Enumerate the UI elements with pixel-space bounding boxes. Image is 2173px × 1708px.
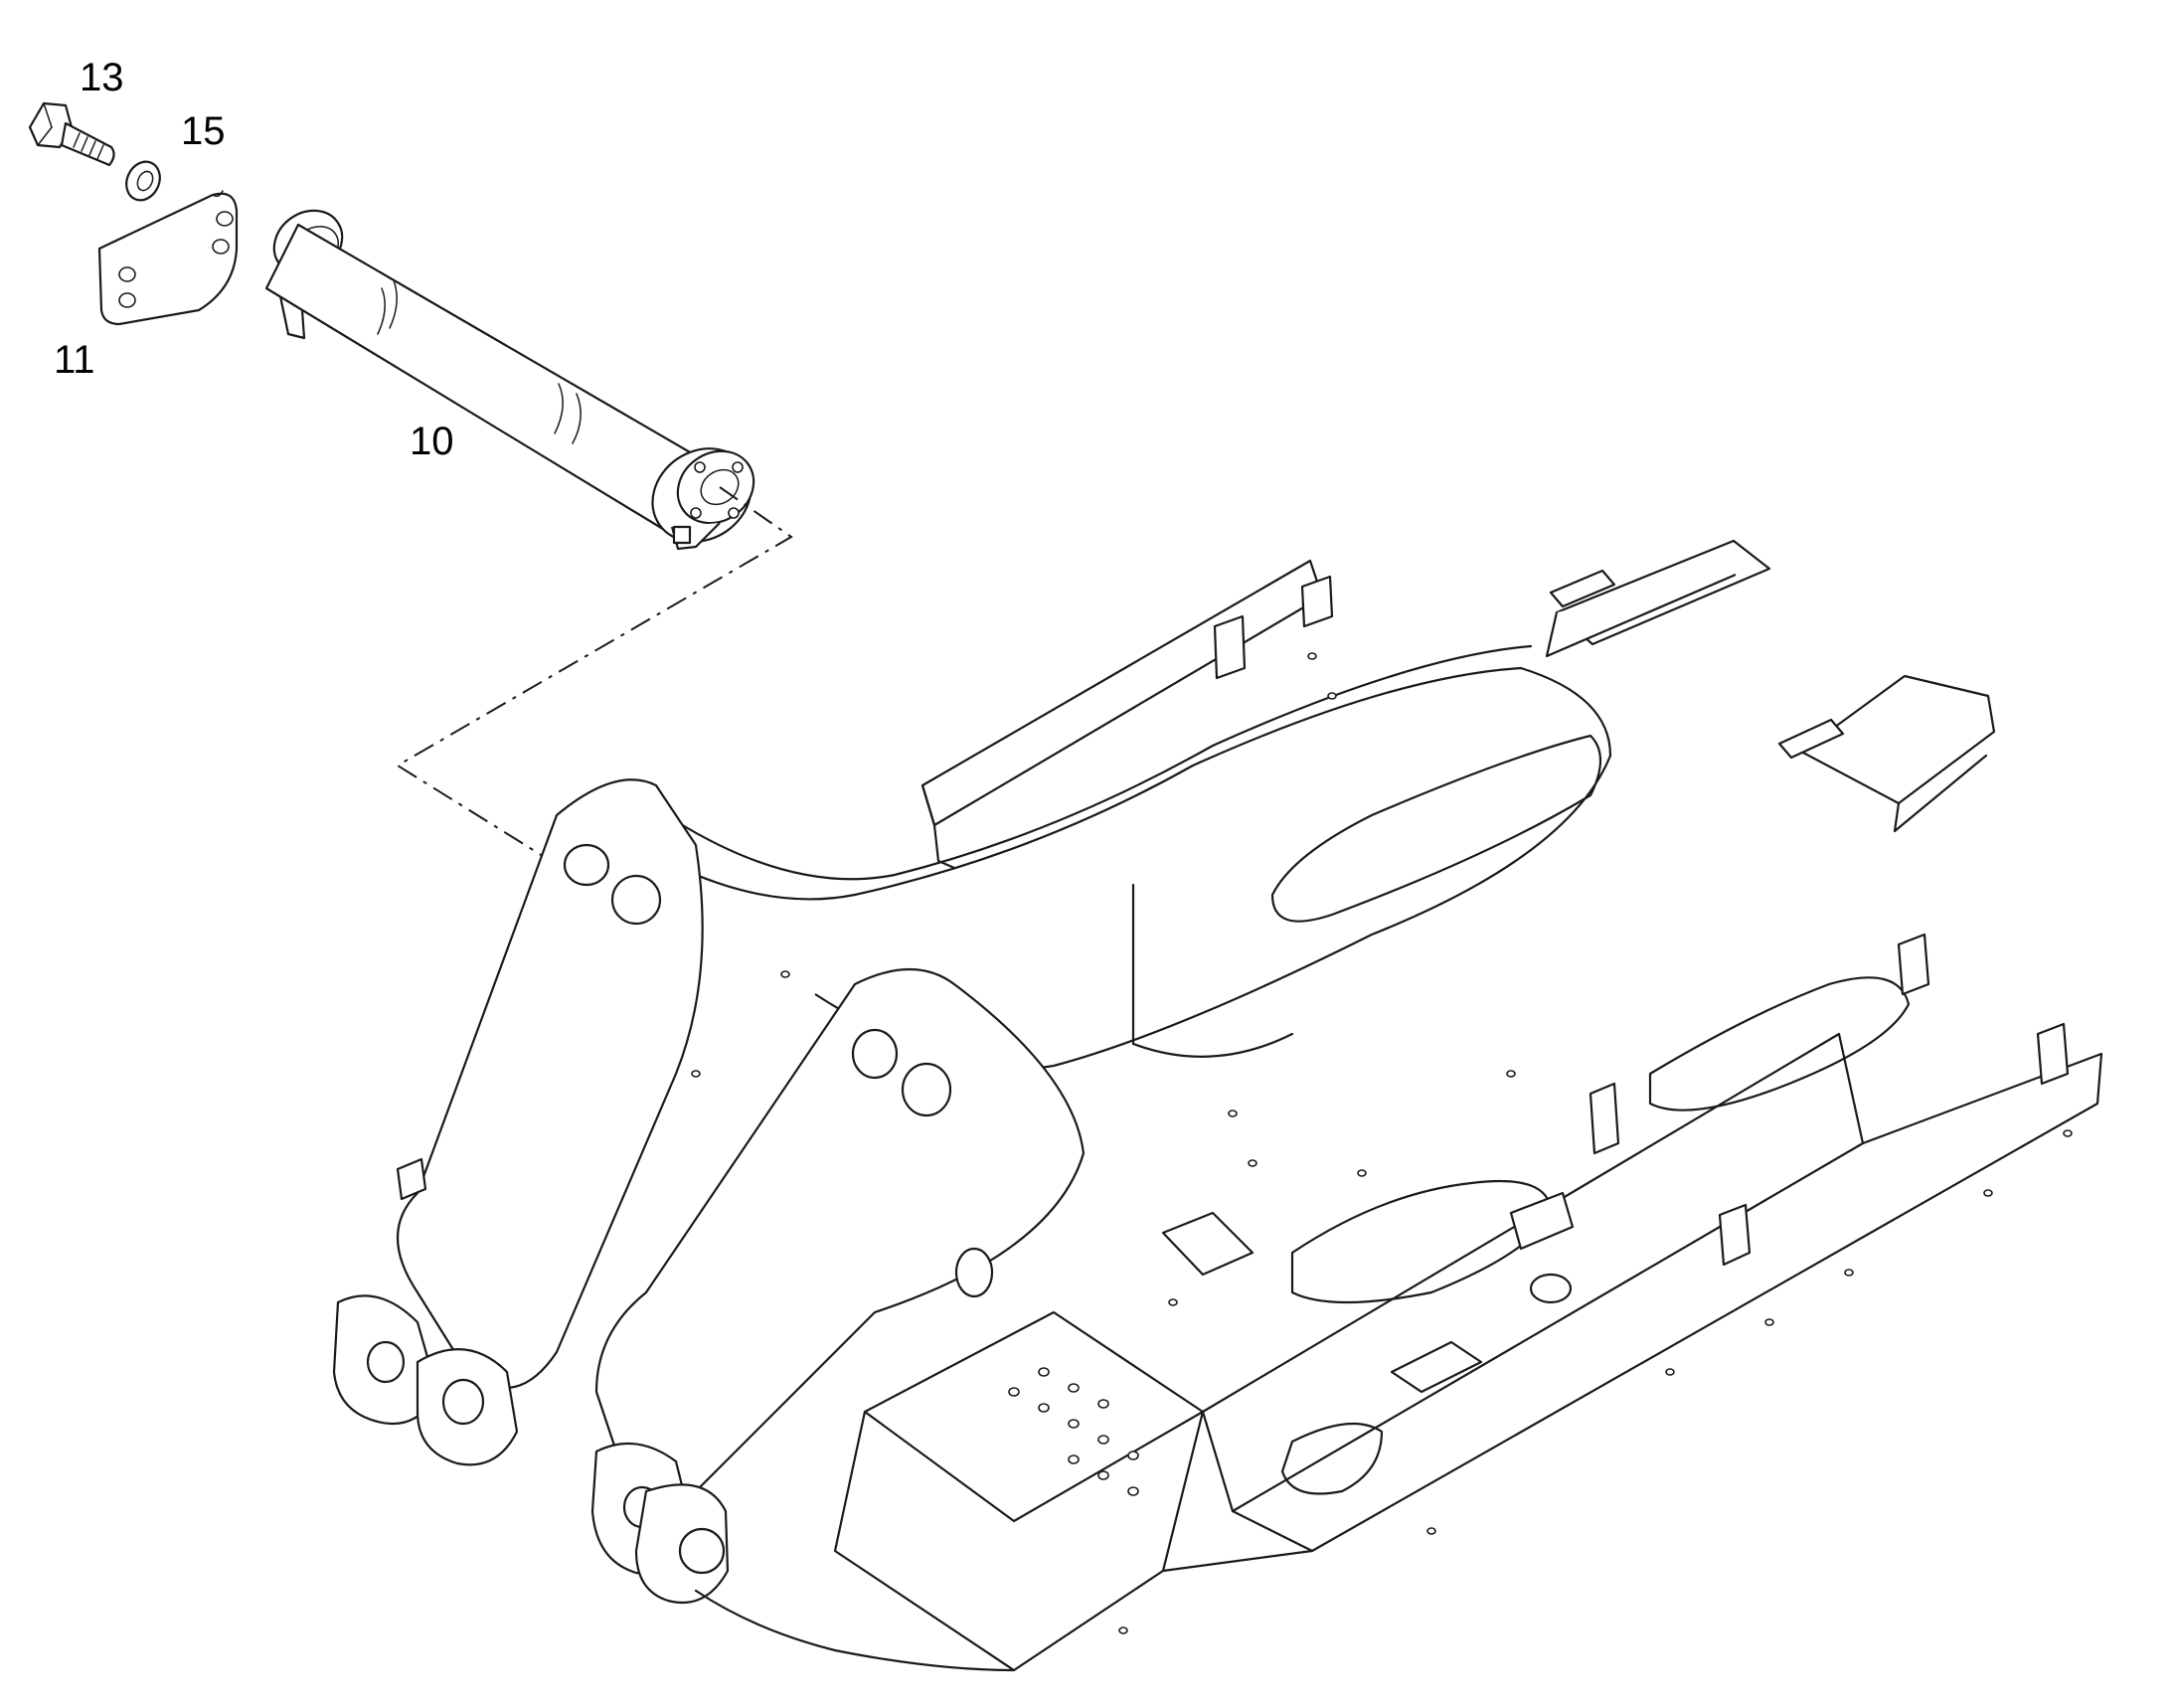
lock-plate-part — [97, 190, 239, 326]
callout-11: 11 — [54, 338, 95, 382]
washer-part — [125, 160, 161, 202]
callout-10: 10 — [410, 420, 454, 463]
frame-holes — [691, 652, 2073, 1634]
main-frame — [332, 539, 2103, 1672]
callout-15: 15 — [181, 109, 226, 153]
callout-13: 13 — [80, 56, 124, 99]
plate-holes — [1008, 1367, 1139, 1496]
pin-part — [264, 209, 755, 551]
bolt-part — [28, 101, 115, 167]
